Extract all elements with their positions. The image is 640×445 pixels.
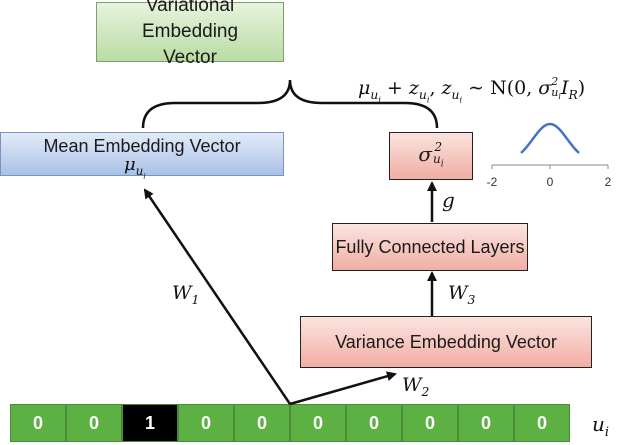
vector-cell: 0	[514, 404, 570, 442]
gaussian-tick-label: 0	[547, 175, 554, 189]
w2-label: W2	[402, 374, 430, 399]
w1-arrow	[143, 188, 292, 405]
curly-brace	[141, 79, 439, 129]
vector-cell: 0	[10, 404, 66, 442]
mean-mu-symbol: μui	[124, 154, 146, 180]
vector-cell: 0	[234, 404, 290, 442]
gaussian-tick-label: 2	[605, 175, 612, 189]
vector-cell: 1	[122, 404, 178, 442]
vector-cell: 0	[458, 404, 514, 442]
w2-arrow	[289, 371, 397, 406]
mean-embedding-box: Mean Embedding Vector	[0, 132, 284, 176]
variance-embedding-box: Variance Embedding Vector	[300, 316, 592, 368]
g-label: g	[442, 188, 455, 212]
gaussian-curve	[520, 122, 580, 154]
fully-connected-layers-box: Fully Connected Layers	[332, 223, 528, 271]
gaussian-plot: -2 0 2	[487, 122, 612, 189]
w3-label: W3	[448, 282, 476, 307]
variance-embedding-label: Variance Embedding Vector	[335, 331, 557, 352]
variational-embedding-label-line1: Variational Embedding	[141, 0, 239, 42]
fully-connected-label: Fully Connected Layers	[335, 236, 525, 257]
gaussian-tick-label: -2	[487, 175, 498, 189]
vector-cell: 0	[346, 404, 402, 442]
variational-embedding-label-line2: Vector	[163, 47, 217, 68]
variational-embedding-box: Variational Embedding Vector	[96, 0, 284, 68]
vector-cell: 0	[178, 404, 234, 442]
w1-label: W1	[172, 282, 200, 307]
mean-embedding-label: Mean Embedding Vector	[43, 136, 241, 156]
vector-cell: 0	[402, 404, 458, 442]
vector-cell: 0	[290, 404, 346, 442]
ui-label: ui	[592, 412, 610, 440]
vector-cell: 0	[66, 404, 122, 442]
